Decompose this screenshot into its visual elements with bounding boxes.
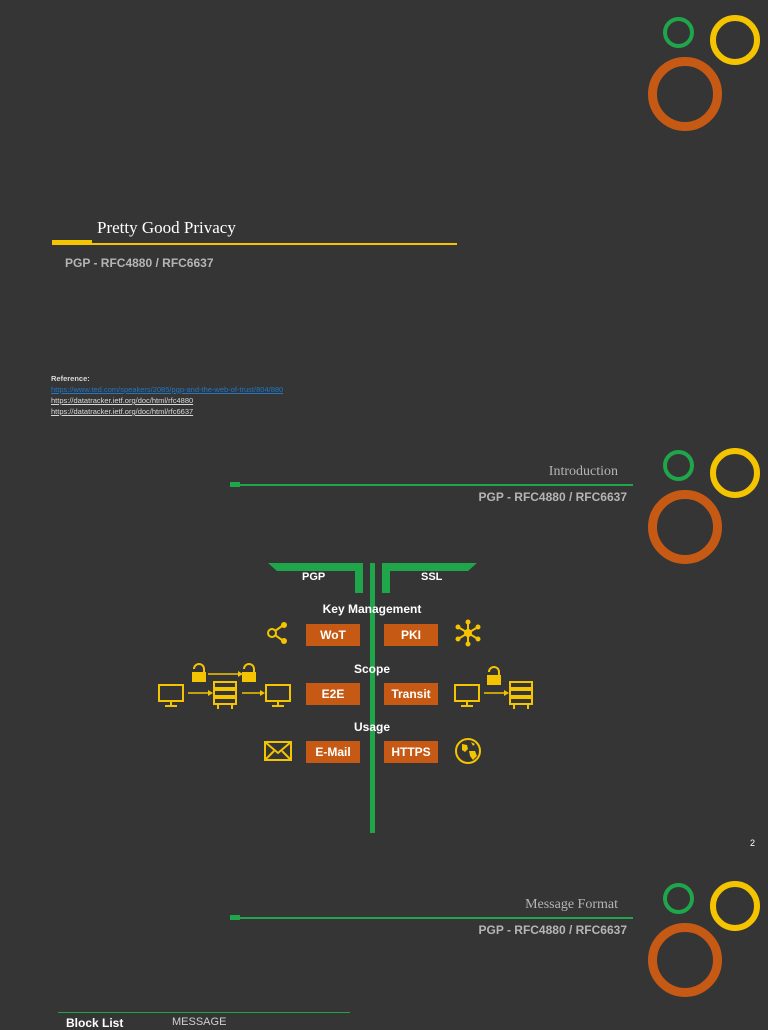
section-title: Message Format: [525, 897, 618, 912]
pill-https: HTTPS: [384, 741, 438, 763]
transit-encryption-diagram-icon: [454, 666, 533, 709]
yellow-ring: [710, 15, 760, 65]
section-title: Introduction: [548, 464, 618, 479]
yellow-ring: [710, 448, 760, 498]
pill-e2e: E2E: [306, 683, 360, 705]
green-ring: [663, 883, 694, 914]
share-nodes-icon: [267, 622, 287, 644]
reference-link-3[interactable]: https://datatracker.ietf.org/doc/html/rf…: [51, 407, 194, 416]
row-label-scope: Scope: [353, 662, 390, 676]
row-label-key-management: Key Management: [322, 602, 422, 616]
pill-transit: Transit: [384, 683, 438, 705]
section-underline: [230, 917, 633, 919]
section-subtitle: PGP - RFC4880 / RFC6637: [478, 490, 627, 504]
title-underline: [52, 243, 457, 245]
yellow-ring: [710, 881, 760, 931]
block-list-heading: Block List: [66, 1016, 124, 1030]
section-underline: [230, 484, 633, 486]
reference-label: Reference:: [51, 374, 90, 383]
page-title: Pretty Good Privacy: [97, 218, 236, 237]
globe-icon: [455, 738, 481, 764]
e2e-encryption-diagram-icon: [158, 663, 291, 709]
t-diagram-header: [268, 563, 477, 593]
orange-ring: [648, 490, 722, 564]
page-number: 2: [749, 838, 755, 848]
page-subtitle: PGP - RFC4880 / RFC6637: [65, 256, 214, 270]
message-label: MESSAGE: [172, 1016, 227, 1028]
section-subtitle: PGP - RFC4880 / RFC6637: [478, 923, 627, 937]
pill-email: E-Mail: [306, 741, 360, 763]
reference-link-2[interactable]: https://datatracker.ietf.org/doc/html/rf…: [51, 396, 194, 405]
green-ring: [663, 17, 694, 48]
ssl-column-header: SSL: [421, 571, 443, 583]
network-hub-icon: [455, 619, 481, 647]
pgp-column-header: PGP: [302, 571, 326, 583]
title-accent-bar: [52, 240, 92, 245]
envelope-icon: [264, 741, 292, 761]
pill-pki: PKI: [384, 624, 438, 646]
row-label-usage: Usage: [353, 720, 391, 734]
orange-ring: [648, 923, 722, 997]
slide-message-format: Message Format PGP - RFC4880 / RFC6637 B…: [0, 866, 768, 1030]
green-ring: [663, 450, 694, 481]
pill-wot: WoT: [306, 624, 360, 646]
orange-ring: [648, 57, 722, 131]
content-divider: [58, 1012, 350, 1013]
reference-link-1[interactable]: https://www.ted.com/speakers/2085/pgp-an…: [51, 385, 284, 394]
slide-title: Pretty Good Privacy PGP - RFC4880 / RFC6…: [0, 0, 768, 433]
slide-introduction: Introduction PGP - RFC4880 / RFC6637 PGP…: [0, 433, 768, 866]
reference-block: Reference: https://www.ted.com/speakers/…: [51, 373, 283, 417]
t-diagram-stem: [370, 563, 375, 833]
